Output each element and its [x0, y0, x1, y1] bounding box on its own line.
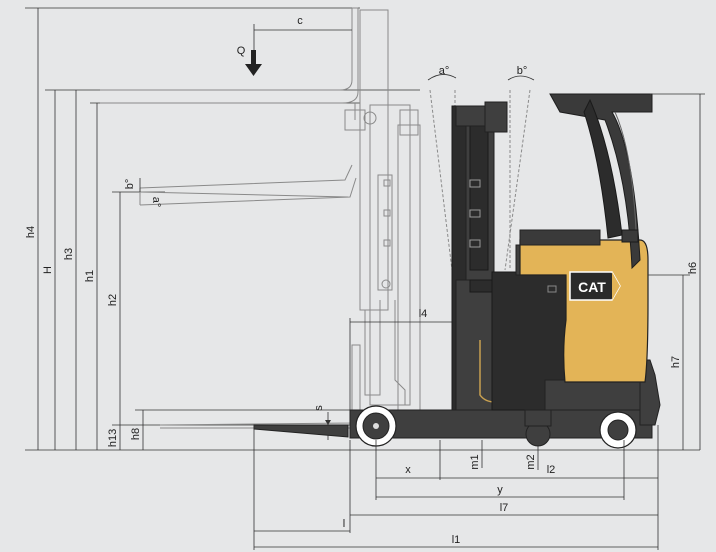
- right-dimensions: h6 h7: [648, 93, 705, 450]
- wheels: [355, 405, 637, 449]
- label-m1: m1: [469, 454, 481, 469]
- cat-logo: CAT: [569, 271, 621, 301]
- label-s: s: [313, 405, 325, 411]
- label-l4: l4: [419, 308, 428, 320]
- label-x: x: [405, 464, 411, 476]
- counterweight-body: [519, 229, 649, 383]
- label-h7: h7: [670, 356, 682, 368]
- main-fork: [253, 424, 349, 438]
- label-l: l: [343, 518, 345, 530]
- label-c: c: [297, 15, 303, 27]
- load-arrow-head: [245, 64, 262, 76]
- label-m2: m2: [525, 454, 537, 469]
- label-h8: h8: [130, 428, 142, 440]
- label-h3: h3: [63, 248, 75, 260]
- label-H: H: [42, 266, 54, 274]
- label-Q: Q: [237, 45, 246, 57]
- label-y: y: [497, 484, 503, 496]
- label-l7: l7: [500, 502, 509, 514]
- label-fork-a-angle: a°: [150, 197, 162, 208]
- fork-tilt-angles: b° a°: [124, 178, 162, 207]
- left-dimension-labels: h4 H h3 h1 h2 h13 h8: [25, 226, 142, 447]
- label-h2: h2: [107, 294, 119, 306]
- label-h13: h13: [107, 429, 119, 447]
- label-h6: h6: [687, 262, 699, 274]
- label-fork-b-angle: b°: [124, 179, 136, 190]
- label-h4: h4: [25, 226, 37, 238]
- extended-mast-ghost: [344, 9, 421, 411]
- cat-logo-text: CAT: [578, 279, 606, 295]
- load-arrow-shaft: [251, 50, 256, 66]
- truck: CAT: [253, 93, 661, 449]
- load-center: c Q: [237, 15, 352, 76]
- raised-forks-ghost: [100, 7, 359, 429]
- label-l1: l1: [452, 534, 461, 546]
- label-mast-b-angle: b°: [517, 65, 528, 77]
- overhead-guard: [549, 93, 653, 270]
- chassis: [349, 244, 661, 439]
- label-mast-a-angle: a°: [439, 65, 450, 77]
- label-l2: l2: [547, 464, 556, 476]
- bottom-dimensions: m1 m2 x l2 y l7 l l1: [253, 425, 659, 550]
- label-h1: h1: [84, 270, 96, 282]
- mast: [451, 101, 508, 411]
